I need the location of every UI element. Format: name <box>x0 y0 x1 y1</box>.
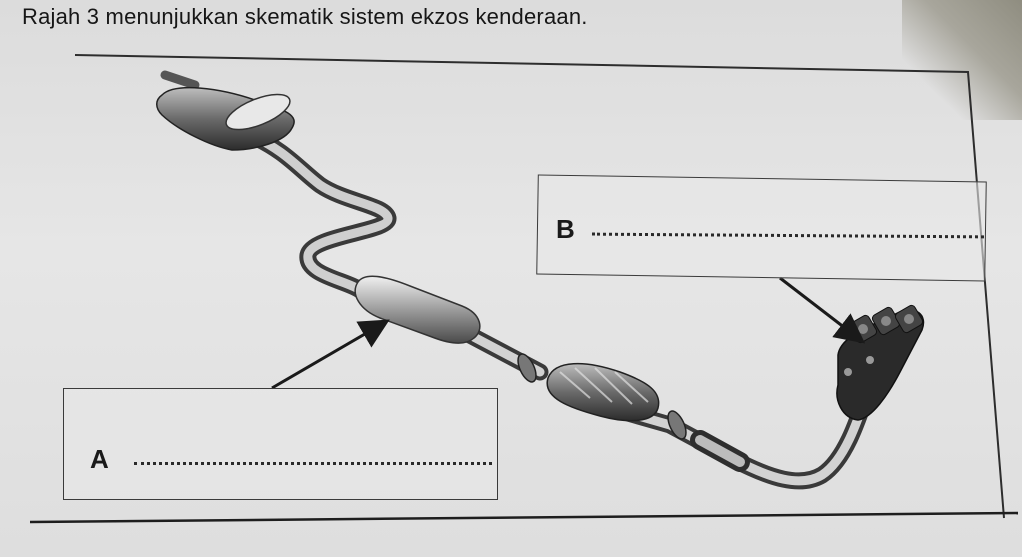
answer-line-a[interactable] <box>134 462 492 465</box>
flange-rear <box>667 410 687 440</box>
figure-frame-top <box>74 54 1005 519</box>
label-a: A <box>90 444 109 474</box>
figure-frame-bottom <box>29 511 1019 524</box>
exhaust-manifold <box>836 304 925 421</box>
arrow-to-a <box>271 319 390 390</box>
answer-box-a <box>63 388 498 500</box>
question-title: Rajah 3 menunjukkan skematik sistem ekzo… <box>22 4 588 29</box>
catalytic-converter <box>546 362 660 422</box>
rear-muffler <box>156 70 295 151</box>
label-b: B <box>556 214 575 244</box>
answer-box-b <box>536 174 987 282</box>
flange-front <box>517 353 537 383</box>
paper-shadow <box>902 0 1022 120</box>
arrow-to-b <box>779 276 866 344</box>
resonator <box>354 275 481 344</box>
